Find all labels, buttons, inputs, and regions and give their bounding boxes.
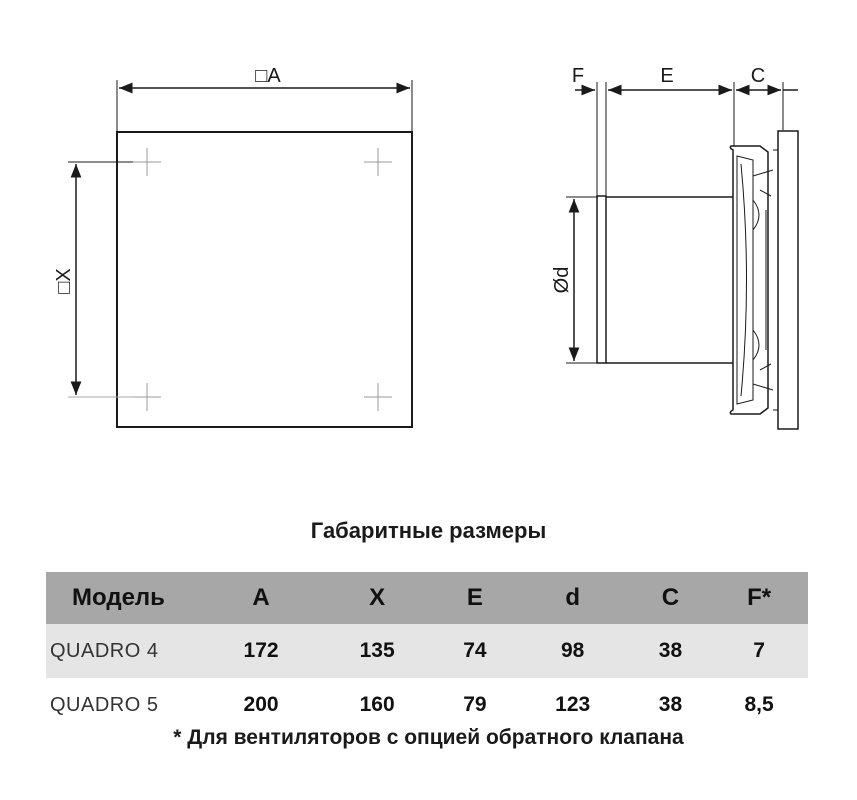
table-cell: 200 [203,678,320,732]
table-cell: 135 [319,624,436,678]
table-header-cell: E [435,572,515,624]
table-header-cell: X [319,572,436,624]
table-cell: 38 [630,678,711,732]
table-cell: 98 [514,624,631,678]
table-header-cell: C [630,572,711,624]
table-cell: 8,5 [710,678,808,732]
footnote: * Для вентиляторов с опцией обратного кл… [173,726,684,749]
table-cell: 160 [319,678,436,732]
dimensions-table: Модель A X E d C F* QUADRO 4 172 135 74 … [46,572,808,732]
table-cell-model: QUADRO 5 [46,678,203,732]
table-cell: 172 [203,624,320,678]
dimension-e-label: E [660,65,673,87]
table-header-cell: F* [710,572,808,624]
table-header-cell: d [514,572,631,624]
side-view [566,82,799,430]
table-row: QUADRO 5 200 160 79 123 38 8,5 [46,678,808,732]
dimension-c-label: C [751,65,765,87]
table-cell: 79 [435,678,515,732]
table-cell: 38 [630,624,711,678]
dimension-f-label: F [572,65,584,87]
duct-body [606,196,733,364]
dimension-a-label: □A [255,65,281,87]
table-cell: 7 [710,624,808,678]
fan-body [729,145,769,415]
front-panel [116,131,413,428]
table-cell: 123 [514,678,631,732]
section-title: Габаритные размеры [310,518,547,543]
table-cell: 74 [435,624,515,678]
table-row: QUADRO 4 172 135 74 98 38 7 [46,624,808,678]
technical-drawing: □A □X [53,65,799,430]
front-view: □A □X [53,65,413,428]
dimension-x-label: □X [53,268,75,293]
duct-flange [596,195,607,364]
table-header-cell: Модель [46,572,203,624]
front-panel-side [777,130,799,430]
table-header-cell: A [203,572,320,624]
table-header-row: Модель A X E d C F* [46,572,808,624]
mounting-hole-marks [133,148,392,411]
dimension-d-label: Ød [551,267,573,294]
table-cell-model: QUADRO 4 [46,624,203,678]
